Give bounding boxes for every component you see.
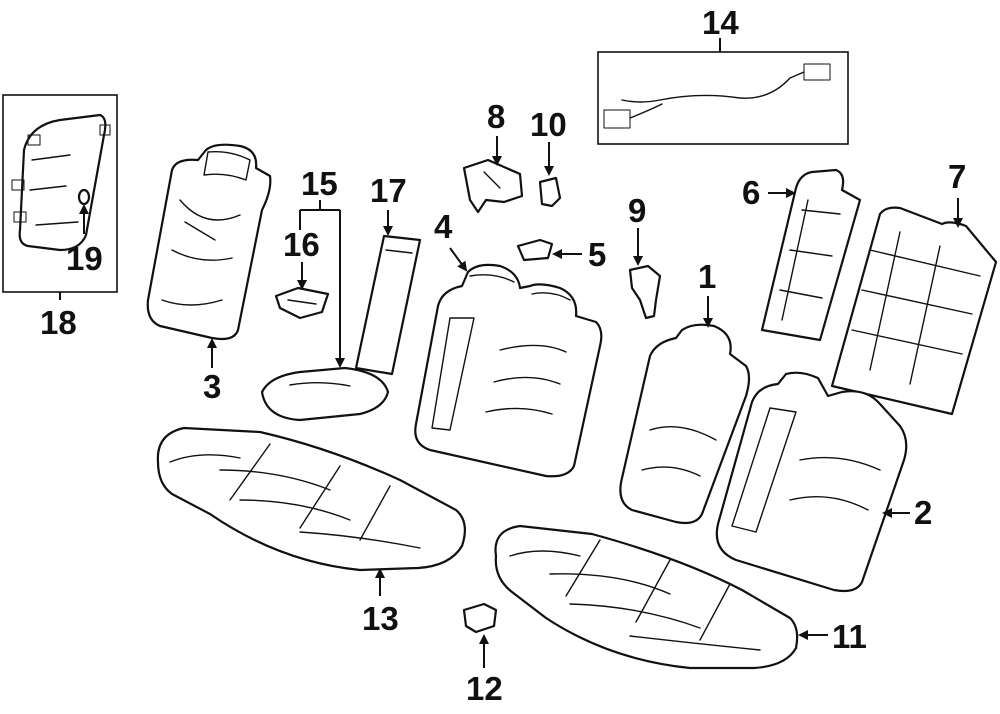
part-17-panel [354, 234, 422, 376]
part-6-frame [760, 168, 862, 342]
callout-12: 12 [466, 670, 503, 707]
callout-1: 1 [698, 258, 716, 295]
callout-11: 11 [832, 618, 867, 655]
part-9-lever [628, 264, 662, 320]
part-12-clip [462, 602, 498, 634]
part-8-bracket [462, 158, 524, 214]
callout-2: 2 [914, 494, 932, 531]
callout-6: 6 [742, 174, 760, 211]
callout-14: 14 [702, 4, 739, 41]
callout-3: 3 [203, 368, 221, 405]
callout-5: 5 [588, 236, 606, 273]
part-15-armrest [260, 366, 390, 422]
callout-7: 7 [948, 158, 966, 195]
leader-15 [299, 200, 340, 366]
callout-13: 13 [362, 600, 399, 637]
part-11-cushion [494, 524, 799, 670]
callout-15: 15 [301, 165, 338, 202]
callout-16: 16 [283, 226, 320, 263]
leader-4 [449, 247, 468, 272]
part-3-seatback-cover [146, 143, 272, 341]
callout-8: 8 [487, 98, 505, 135]
part-5-clip [516, 238, 554, 262]
part-16-latch [274, 286, 330, 320]
part-2-seatback [715, 371, 908, 593]
part-14-box [597, 51, 849, 145]
callout-4: 4 [434, 208, 453, 245]
part-13-cushion [156, 426, 467, 572]
part-1-seatback [619, 323, 751, 525]
part-19-clip [77, 188, 91, 206]
callout-labels: 1 2 3 4 5 6 7 8 9 10 11 12 13 14 15 16 1… [40, 4, 966, 707]
callout-17: 17 [370, 172, 407, 209]
callout-19: 19 [66, 240, 103, 277]
part-7-frame [830, 206, 998, 416]
leader-lines [59, 38, 963, 668]
part-4-seatback-assembly [414, 263, 603, 478]
part-10-block [538, 176, 562, 208]
callout-10: 10 [530, 106, 567, 143]
callout-9: 9 [628, 192, 646, 229]
callout-18: 18 [40, 304, 77, 341]
